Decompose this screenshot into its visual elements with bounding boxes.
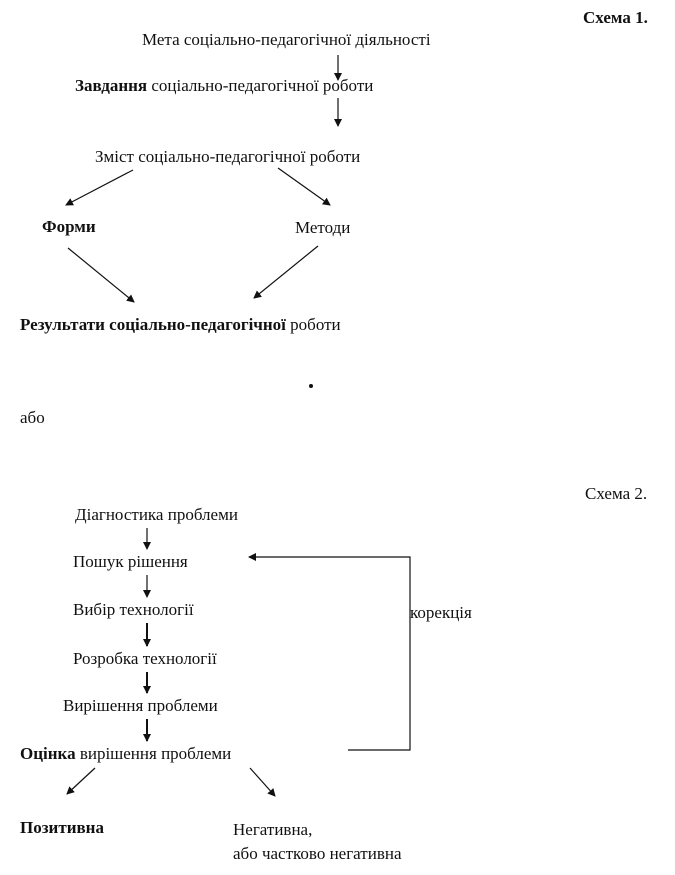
correction-loop xyxy=(248,553,411,751)
separator-text: або xyxy=(20,408,45,427)
scheme-1-label: Схема 1. xyxy=(583,8,648,27)
methods-node: Методи xyxy=(295,218,351,237)
scheme-2-label: Схема 2. xyxy=(585,484,648,503)
outcome-positive: Позитивна xyxy=(20,818,104,837)
forms-node: Форми xyxy=(42,217,96,236)
tasks-node-rest: соціально-педагогічної роботи xyxy=(147,76,374,95)
arrow-content-to-forms xyxy=(65,169,134,206)
step-diagnostics: Діагностика проблеми xyxy=(75,505,238,524)
step-evaluation-rest: вирішення проблеми xyxy=(75,744,232,763)
correction-label: корекція xyxy=(410,603,472,622)
step-search-solution: Пошук рішення xyxy=(73,552,188,571)
step-choose-technology: Вибір технології xyxy=(73,600,194,619)
step-evaluation-bold: Оцінка xyxy=(20,744,76,763)
tasks-node: Завдання соціально-педагогічної роботи xyxy=(75,76,373,96)
arrow-evaluation-to-positive xyxy=(66,767,96,795)
goal-node: Мета соціально-педагогічної діяльності xyxy=(142,30,431,49)
results-node-bold: Результати соціально-педагогічної xyxy=(20,315,286,334)
tasks-node-bold: Завдання xyxy=(75,76,148,95)
step-develop-technology: Розробка технології xyxy=(73,649,217,668)
outcome-negative-line2: або частково негативна xyxy=(233,844,402,863)
arrow-content-to-methods xyxy=(277,167,331,206)
step-evaluation: Оцінка вирішення проблеми xyxy=(20,744,231,764)
results-node: Результати соціально-педагогічної роботи xyxy=(20,315,341,335)
stray-dot xyxy=(309,384,313,388)
step-solve-problem: Вирішення проблеми xyxy=(63,696,218,715)
arrow-methods-to-results xyxy=(253,245,319,299)
arrow-evaluation-to-negative xyxy=(249,767,276,797)
content-node: Зміст соціально-педагогічної роботи xyxy=(95,147,361,166)
arrow-forms-to-results xyxy=(67,247,135,303)
outcome-negative-line1: Негативна, xyxy=(233,820,313,839)
results-node-rest: роботи xyxy=(285,315,341,334)
